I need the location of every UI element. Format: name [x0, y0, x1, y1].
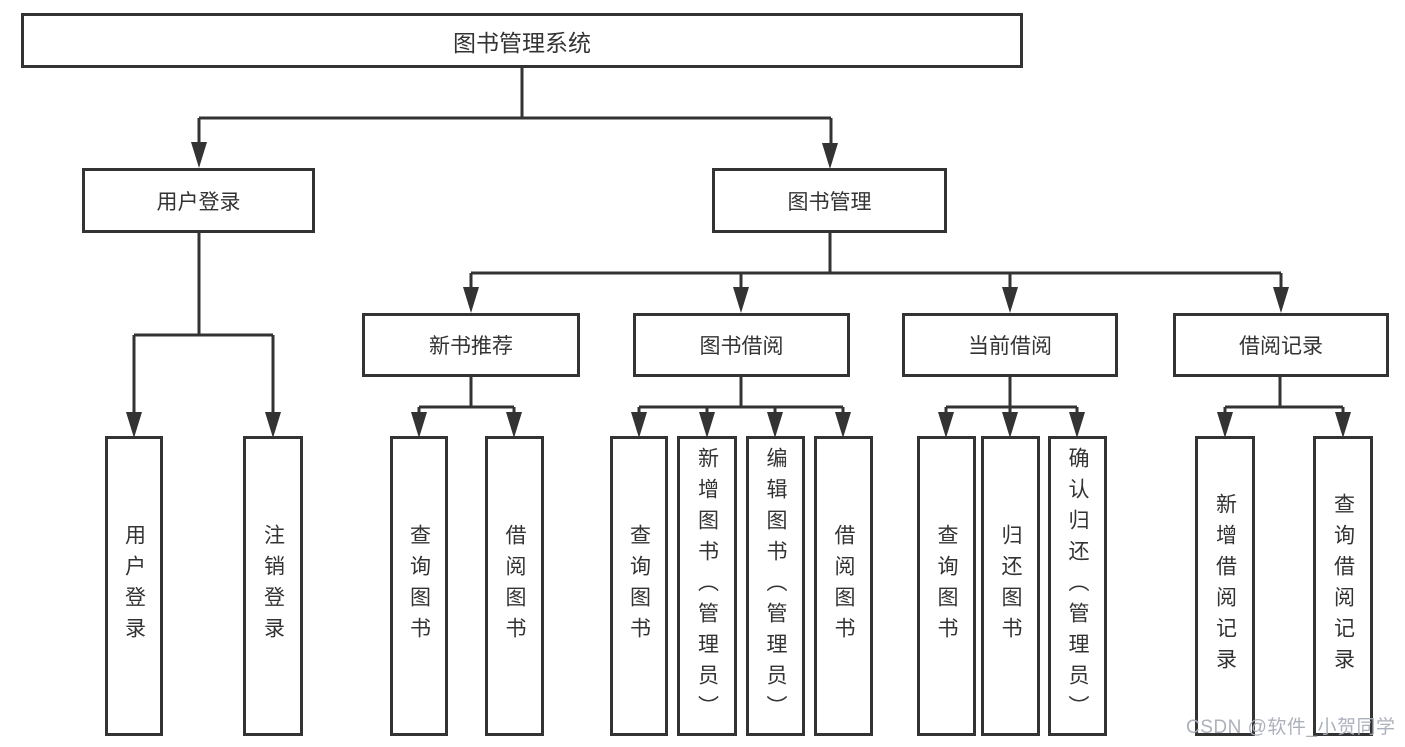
node-library-management-system: 图书管理系统 [21, 13, 1023, 68]
leaf-borrow-books-recommend-label: 借阅图书 [503, 524, 526, 648]
leaf-return-books-label: 归还图书 [999, 524, 1022, 648]
leaf-confirm-return-admin: 确认归还（管理员） [1048, 436, 1107, 736]
leaf-query-books-recommend-label: 查询图书 [407, 524, 431, 648]
leaf-query-books-borrowing-label: 查询图书 [627, 524, 651, 648]
leaf-return-books: 归还图书 [981, 436, 1040, 736]
leaf-edit-books-admin-label: 编辑图书（管理员） [764, 446, 787, 726]
leaf-query-books-borrowing: 查询图书 [610, 436, 668, 736]
leaf-logout: 注销登录 [243, 436, 303, 736]
leaf-confirm-return-admin-label: 确认归还（管理员） [1066, 446, 1089, 726]
leaf-logout-label: 注销登录 [261, 524, 285, 648]
leaf-query-borrow-record-label: 查询借阅记录 [1331, 493, 1355, 679]
leaf-borrow-books: 借阅图书 [814, 436, 873, 736]
leaf-query-books-current: 查询图书 [917, 436, 976, 736]
node-current-borrowing: 当前借阅 [902, 313, 1118, 377]
leaf-borrow-books-recommend: 借阅图书 [485, 436, 544, 736]
leaf-query-borrow-record: 查询借阅记录 [1313, 436, 1373, 736]
leaf-add-borrow-record: 新增借阅记录 [1195, 436, 1255, 736]
watermark-text: CSDN @软件_小贺同学 [1186, 717, 1396, 738]
leaf-add-books-admin: 新增图书（管理员） [677, 436, 737, 736]
leaf-user-login-label: 用户登录 [122, 524, 146, 648]
node-book-borrowing: 图书借阅 [633, 313, 850, 377]
leaf-edit-books-admin: 编辑图书（管理员） [746, 436, 805, 736]
leaf-query-books-current-label: 查询图书 [935, 524, 958, 648]
connector-lines [132, 68, 1345, 422]
leaf-user-login: 用户登录 [105, 436, 163, 736]
node-borrowing-records: 借阅记录 [1173, 313, 1389, 377]
node-new-book-recommendation: 新书推荐 [362, 313, 580, 377]
leaf-query-books-recommend: 查询图书 [390, 436, 448, 736]
leaf-add-borrow-record-label: 新增借阅记录 [1213, 493, 1237, 679]
node-book-management: 图书管理 [712, 168, 947, 233]
leaf-add-books-admin-label: 新增图书（管理员） [695, 446, 719, 726]
leaf-borrow-books-label: 借阅图书 [832, 524, 855, 648]
node-user-login: 用户登录 [82, 168, 315, 233]
arrowheads [126, 142, 1351, 438]
